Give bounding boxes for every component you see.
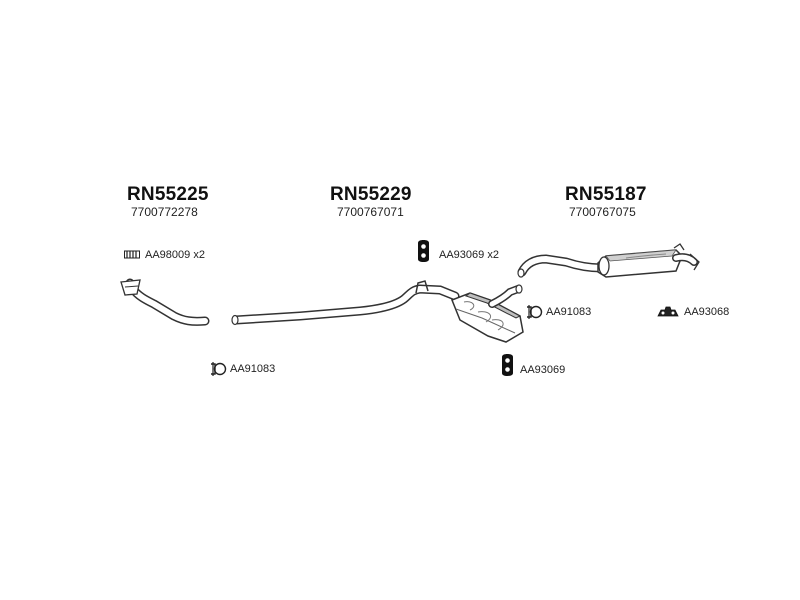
assembly-oe-number-front-pipe: 7700772278: [131, 205, 198, 219]
fitting-label: AA93068: [684, 306, 730, 318]
pipe-clamp-icon: [526, 305, 543, 319]
mounting-bracket-icon: [657, 306, 679, 317]
assembly-oe-number-rear-silencer: 7700767075: [569, 205, 636, 219]
mounting-strip-icon: [124, 250, 140, 259]
rear-silencer-part: [517, 243, 700, 278]
fitting-label: AA91083: [230, 363, 276, 375]
rubber-hanger-icon: [417, 240, 430, 262]
fitting-label: AA98009 x2: [145, 249, 205, 261]
fitting-label: AA93069 x2: [439, 249, 499, 261]
fitting-label: AA91083: [546, 306, 592, 318]
assembly-code-rear-silencer: RN55187: [565, 184, 647, 205]
fitting-label: AA93069: [520, 364, 566, 376]
middle-pipe-part: [231, 280, 524, 343]
rubber-hanger-icon: [501, 354, 514, 376]
assembly-oe-number-middle-pipe: 7700767071: [337, 205, 404, 219]
front-pipe-part: [120, 278, 210, 326]
assembly-code-front-pipe: RN55225: [127, 184, 209, 205]
pipe-clamp-icon: [210, 362, 227, 376]
assembly-code-middle-pipe: RN55229: [330, 184, 412, 205]
